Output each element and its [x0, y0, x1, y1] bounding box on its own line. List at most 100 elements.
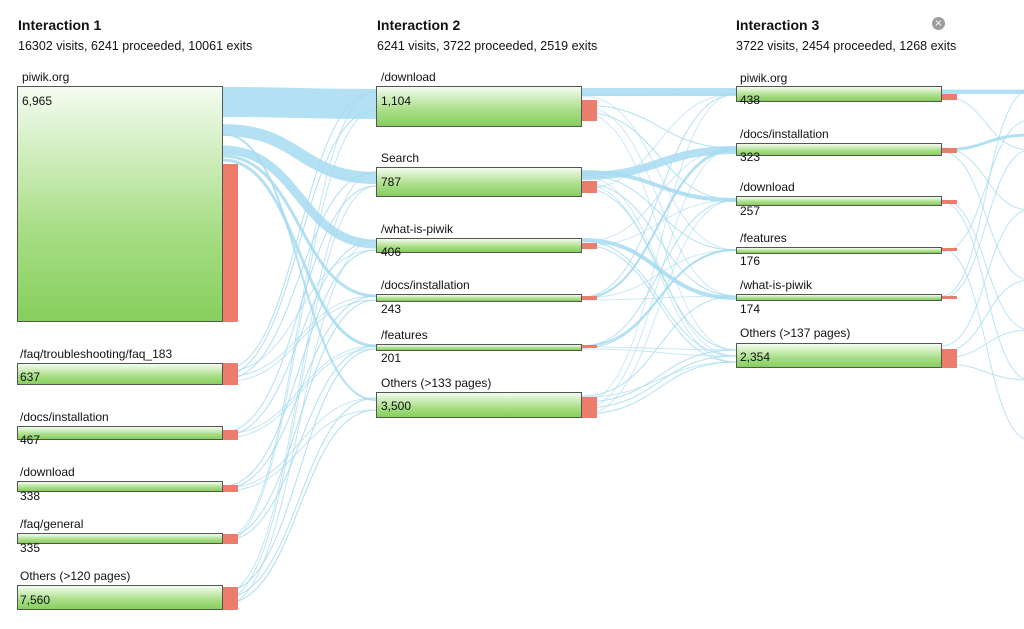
- flow-link: [581, 199, 737, 416]
- flow-link: [581, 295, 737, 301]
- node-piwik-org[interactable]: [736, 86, 942, 102]
- flow-link: [222, 87, 377, 119]
- flow-link: [222, 249, 377, 373]
- flow-link: [222, 171, 377, 595]
- interaction-2-summary: 6241 visits, 3722 proceeded, 2519 exits: [377, 39, 598, 53]
- exit-bar: [942, 94, 957, 100]
- node-value: 1,104: [381, 94, 412, 108]
- node-value: 323: [740, 150, 761, 164]
- exit-bar: [223, 164, 238, 322]
- node-others[interactable]: [376, 392, 582, 418]
- flow-link: [222, 409, 377, 605]
- flow-link: [222, 133, 377, 401]
- flow-link: [581, 104, 737, 149]
- flow-link: [941, 150, 1024, 299]
- exit-bar: [942, 296, 957, 299]
- exit-bar: [582, 181, 597, 193]
- flow-link: [581, 199, 737, 347]
- node-features[interactable]: [376, 344, 582, 351]
- flow-link: [581, 95, 737, 251]
- node-label: /download: [381, 70, 436, 84]
- flow-link: [581, 361, 737, 415]
- node-label: /what-is-piwik: [740, 278, 813, 292]
- flow-link: [581, 93, 737, 190]
- flow-link: [222, 299, 377, 383]
- node-download[interactable]: [376, 86, 582, 127]
- interaction-3-header: Interaction 3 3722 visits, 2454 proceede…: [736, 16, 956, 54]
- close-icon[interactable]: ×: [932, 17, 945, 30]
- exit-bar: [942, 148, 957, 153]
- node-label: Others (>137 pages): [740, 326, 851, 340]
- node-label: /faq/general: [20, 517, 84, 531]
- interaction-3-summary: 3722 visits, 2454 proceeded, 1268 exits: [736, 39, 957, 53]
- flow-link: [581, 93, 737, 298]
- node-value: 2,354: [740, 350, 771, 364]
- node-value: 335: [20, 541, 41, 555]
- flow-link: [581, 295, 737, 397]
- node-docs-installation[interactable]: [17, 426, 223, 440]
- flow-link: [222, 239, 377, 437]
- flow-link: [581, 349, 737, 403]
- flow-link: [941, 91, 1024, 297]
- flow-link: [222, 397, 377, 599]
- node-value: 176: [740, 254, 761, 268]
- node-label: piwik.org: [740, 71, 788, 85]
- node-value: 7,560: [20, 593, 51, 607]
- node-value: 637: [20, 370, 41, 384]
- node-what-is-piwik[interactable]: [736, 294, 942, 301]
- flow-link: [222, 109, 377, 544]
- node-download[interactable]: [736, 196, 942, 206]
- node-docs-installation[interactable]: [736, 143, 942, 156]
- node-label: /docs/installation: [381, 278, 470, 292]
- node-search[interactable]: [376, 167, 582, 197]
- flow-link: [222, 185, 377, 433]
- flow-link: [581, 93, 737, 404]
- flow-link: [222, 154, 377, 298]
- interaction-1-header: Interaction 1 16302 visits, 6241 proceed…: [18, 16, 252, 54]
- node-label: /features: [381, 328, 428, 342]
- flow-link: [941, 151, 1024, 280]
- node-value: 257: [740, 204, 761, 218]
- node-value: 338: [20, 489, 41, 503]
- flow-link: [581, 93, 737, 96]
- flow-link: [222, 158, 377, 348]
- exit-bar: [942, 248, 957, 251]
- node-features[interactable]: [736, 247, 942, 254]
- node-piwik-org[interactable]: [17, 86, 223, 322]
- flow-link: [581, 112, 737, 351]
- exit-bar: [223, 363, 238, 385]
- node-what-is-piwik[interactable]: [376, 238, 582, 253]
- node-label: /what-is-piwik: [381, 222, 454, 236]
- node-others[interactable]: [736, 343, 942, 368]
- interaction-3-title: Interaction 3: [736, 17, 820, 33]
- node-value: 467: [20, 433, 41, 447]
- exit-bar: [942, 200, 957, 204]
- exit-bar: [582, 397, 597, 418]
- node-docs-installation[interactable]: [376, 294, 582, 302]
- flow-link: [941, 120, 1024, 253]
- node-others[interactable]: [17, 585, 223, 610]
- flow-link: [222, 249, 377, 487]
- flow-link: [581, 348, 737, 357]
- node-value: 174: [740, 302, 761, 316]
- flow-link: [941, 210, 1024, 347]
- node-faq-general[interactable]: [17, 533, 223, 544]
- interaction-1-summary: 16302 visits, 6241 proceeded, 10061 exit…: [18, 39, 253, 53]
- flow-link: [222, 299, 377, 539]
- interaction-2-title: Interaction 2: [377, 17, 461, 33]
- flow-link: [581, 249, 737, 349]
- node-download[interactable]: [17, 481, 223, 492]
- node-value: 243: [381, 302, 402, 316]
- exit-bar: [582, 243, 597, 249]
- exit-bar: [223, 430, 238, 440]
- node-label: /download: [740, 180, 795, 194]
- exit-bar: [223, 534, 238, 544]
- node-value: 201: [381, 351, 402, 365]
- flow-link: [581, 361, 737, 398]
- flow-link: [581, 170, 737, 202]
- node-faq-troubleshooting[interactable]: [17, 363, 223, 385]
- flow-link: [581, 105, 737, 297]
- node-label: /docs/installation: [20, 410, 109, 424]
- flow-link: [941, 280, 1024, 353]
